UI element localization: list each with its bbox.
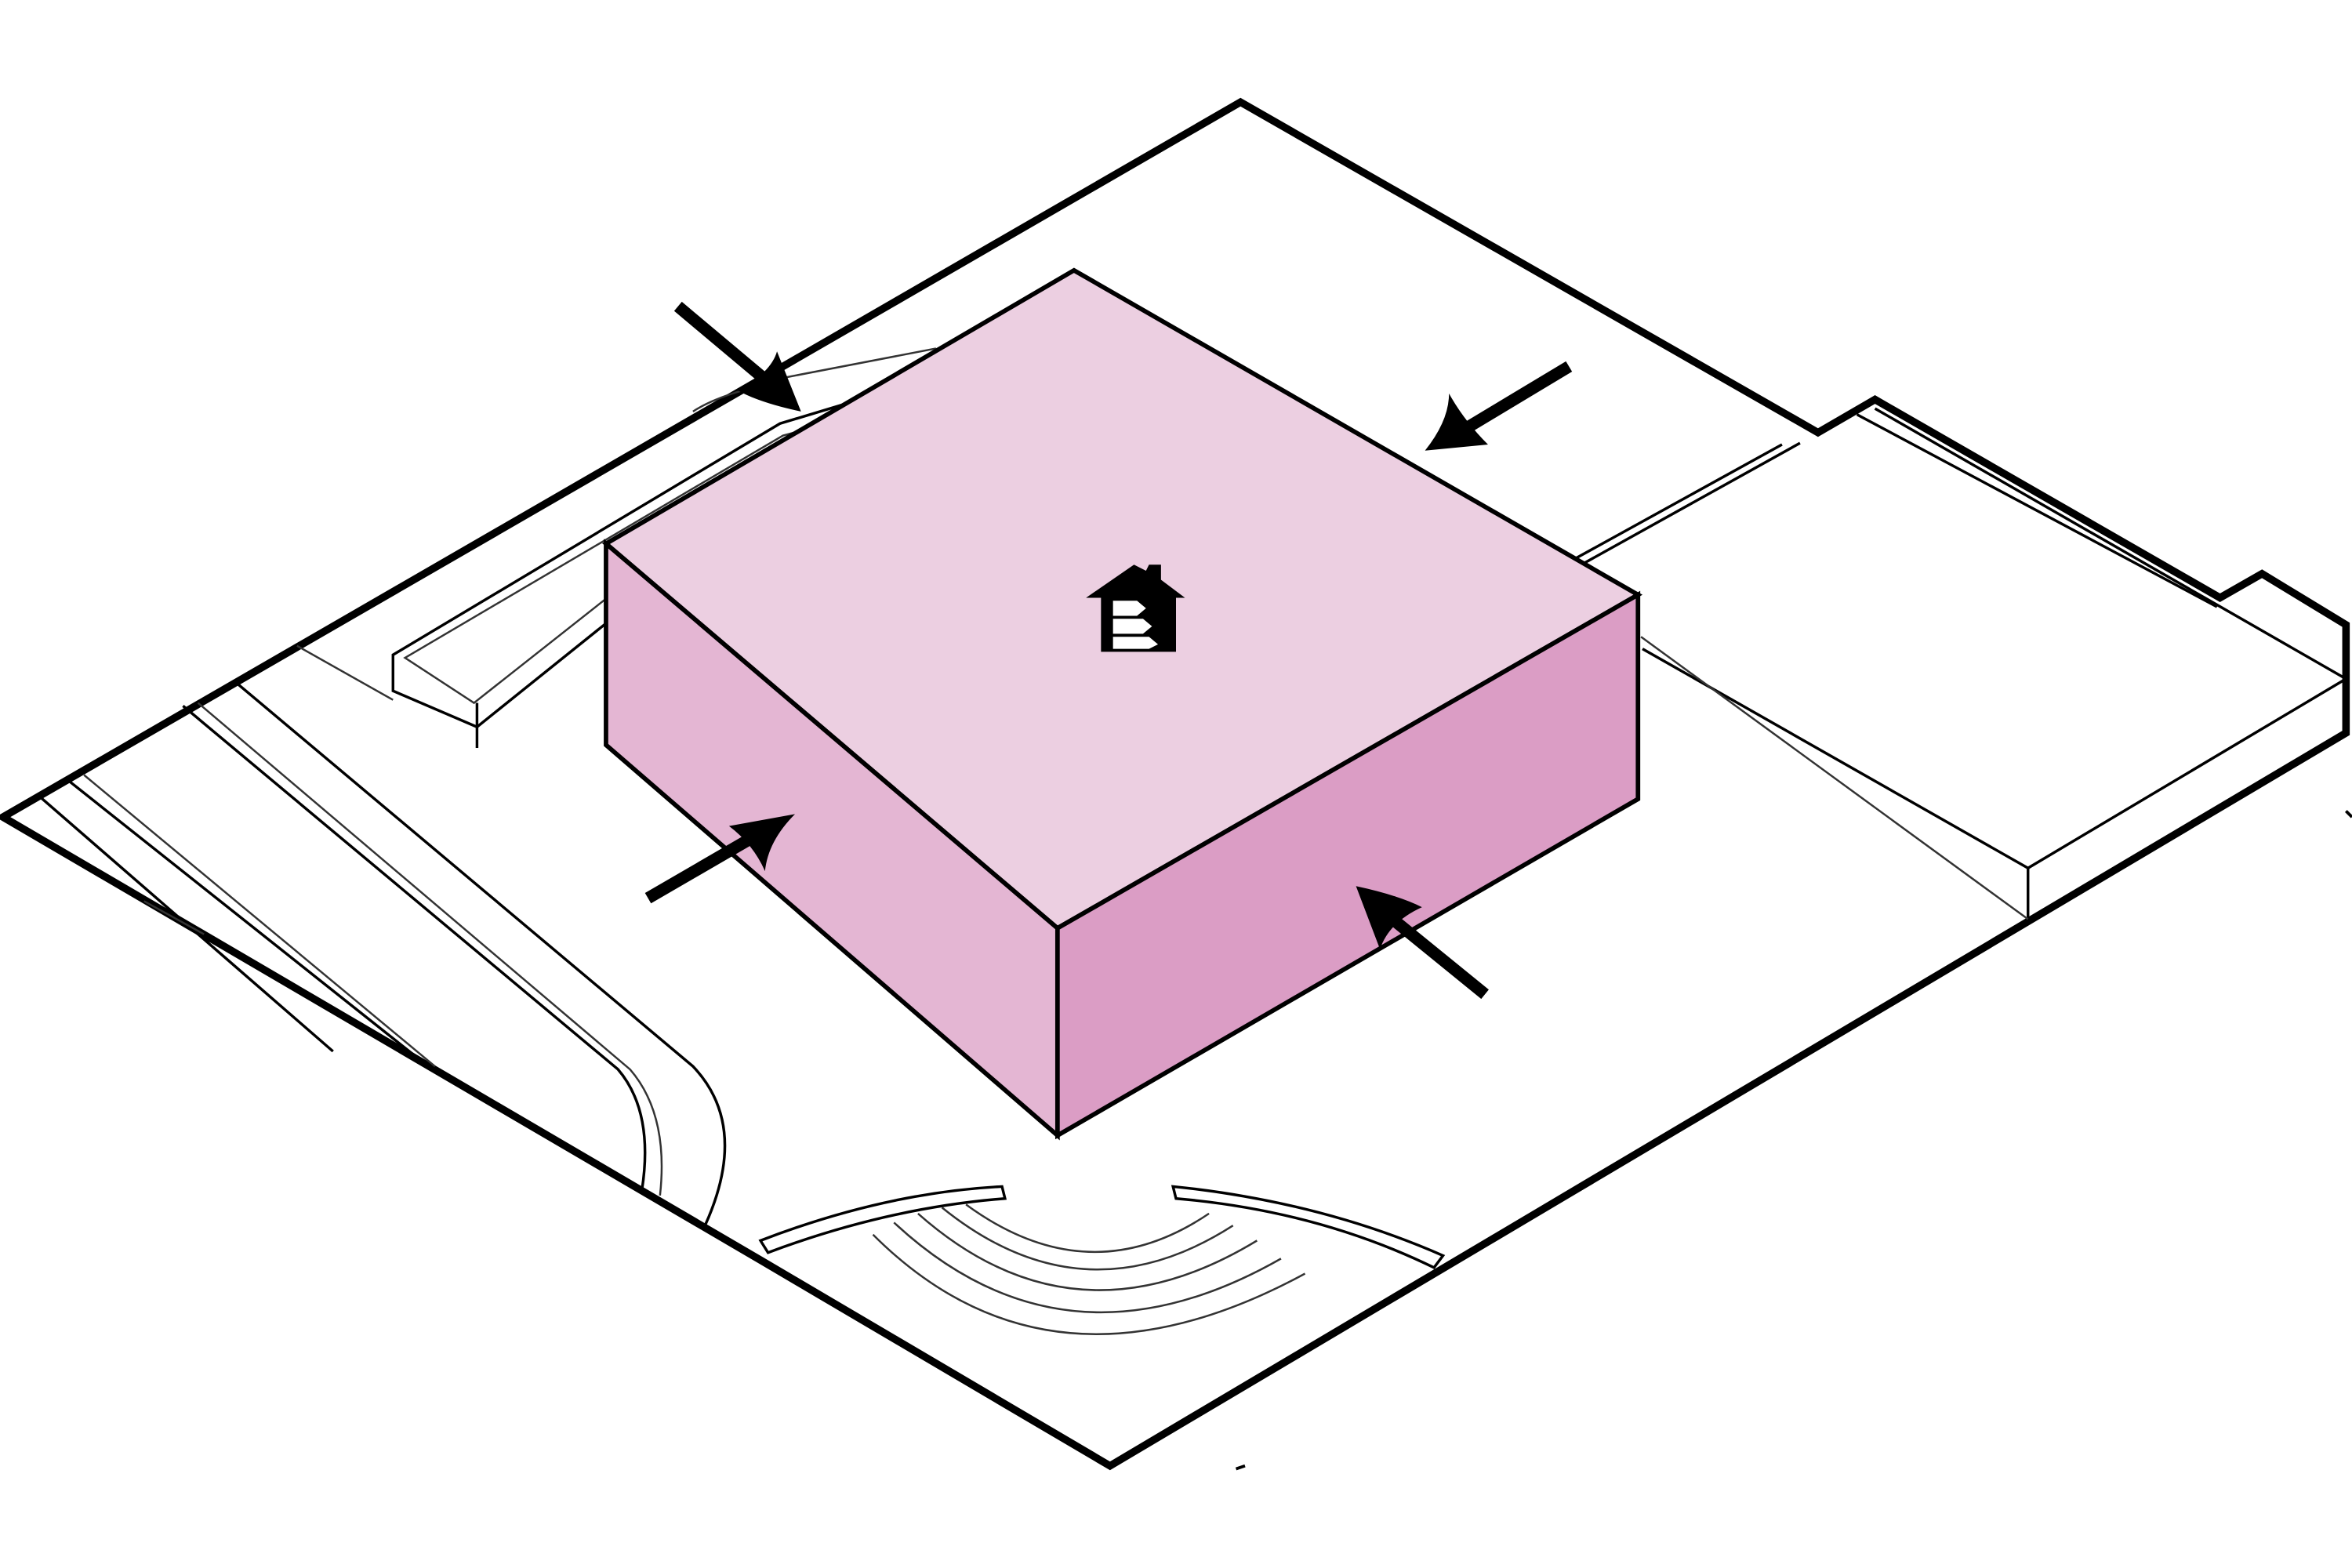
site-boundary: [0, 97, 2350, 1471]
amphitheatre: [758, 1185, 1446, 1335]
house-energy-rating-icon: [1086, 564, 1185, 652]
edge-mark-bottom: [1235, 1464, 1246, 1471]
arrow-bottom-left-icon: [644, 814, 796, 904]
building-right-face: [1054, 590, 1641, 1140]
road-lines: [38, 644, 727, 1226]
site-plot: [0, 97, 2350, 1471]
arrow-top-left-icon: [673, 301, 801, 412]
neighbour-building: [1574, 407, 2347, 920]
arrow-top-right-icon: [1425, 361, 1573, 451]
edge-mark: [2344, 810, 2352, 818]
arrow-bottom-right-icon: [1356, 886, 1489, 1000]
